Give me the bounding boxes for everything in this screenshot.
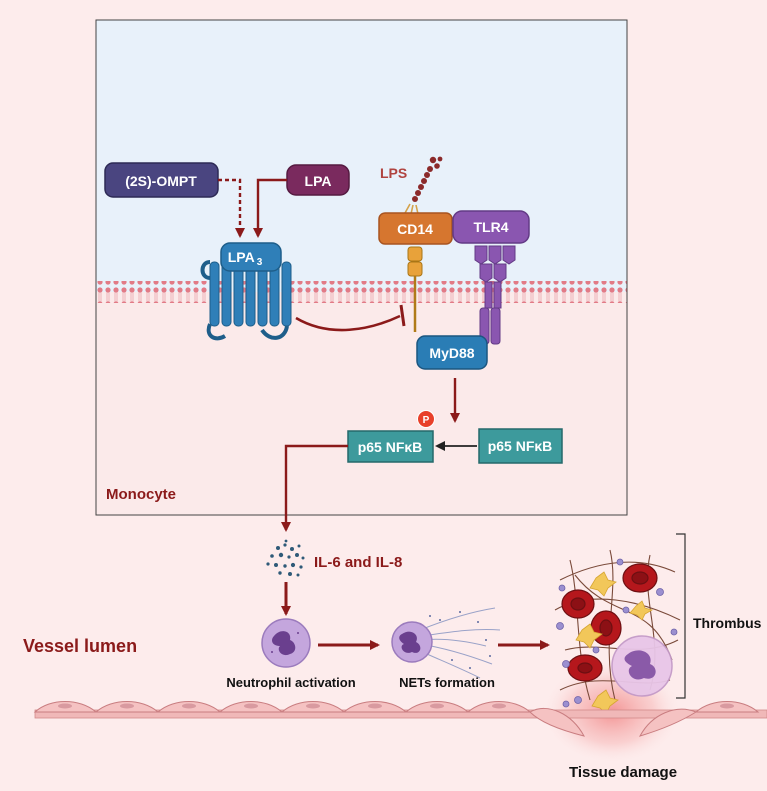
p65-right-label: p65 NFκB bbox=[488, 438, 553, 454]
lpa-label: LPA bbox=[305, 173, 332, 189]
phospho-badge bbox=[417, 410, 435, 428]
myd88-label: MyD88 bbox=[429, 345, 474, 361]
tlr4-receptor: TLR4 bbox=[452, 210, 530, 345]
monocyte-label: Monocyte bbox=[106, 486, 176, 503]
phospho-label: P bbox=[423, 415, 430, 426]
thrombus-label: Thrombus bbox=[693, 615, 762, 631]
cell-membrane bbox=[96, 281, 627, 303]
cytokine-cluster bbox=[266, 539, 305, 577]
ompt-to-lpa3-arrow bbox=[218, 178, 245, 238]
cytokine-label: IL-6 and IL-8 bbox=[314, 554, 402, 571]
cd14-label: CD14 bbox=[397, 221, 433, 237]
lpa3-inhibits-cd14 bbox=[295, 304, 406, 332]
p65-left-label: p65 NFκB bbox=[358, 439, 423, 455]
neutrophil-icon bbox=[261, 618, 311, 668]
nets-label: NETs formation bbox=[399, 675, 495, 690]
ompt-node: (2S)-OMPT bbox=[104, 162, 219, 198]
lpa-to-lpa3-arrow bbox=[253, 178, 287, 238]
vessel-lumen-label: Vessel lumen bbox=[23, 636, 137, 656]
thrombus-bracket bbox=[676, 533, 686, 699]
endothelium bbox=[33, 701, 767, 737]
nets-icon bbox=[391, 607, 501, 679]
tissue-damage-label: Tissue damage bbox=[569, 764, 677, 781]
lpa3-subscript: 3 bbox=[257, 257, 263, 268]
tlr4-label: TLR4 bbox=[474, 219, 509, 235]
p65-nfkb: p65 NFκB bbox=[478, 428, 563, 464]
lps-label: LPS bbox=[380, 165, 407, 181]
p65-nfkb-phosphorylated: p65 NFκB P bbox=[347, 410, 435, 463]
p65-to-cytokines-arrow bbox=[281, 444, 348, 532]
cd14-receptor: CD14 bbox=[378, 212, 453, 332]
ompt-label: (2S)-OMPT bbox=[125, 173, 197, 189]
lpa3-label: LPA bbox=[228, 249, 255, 265]
thrombus-icon bbox=[554, 549, 681, 715]
neutrophil-label: Neutrophil activation bbox=[226, 675, 355, 690]
lpa-node: LPA bbox=[286, 164, 350, 196]
myd88-node: MyD88 bbox=[416, 335, 488, 370]
